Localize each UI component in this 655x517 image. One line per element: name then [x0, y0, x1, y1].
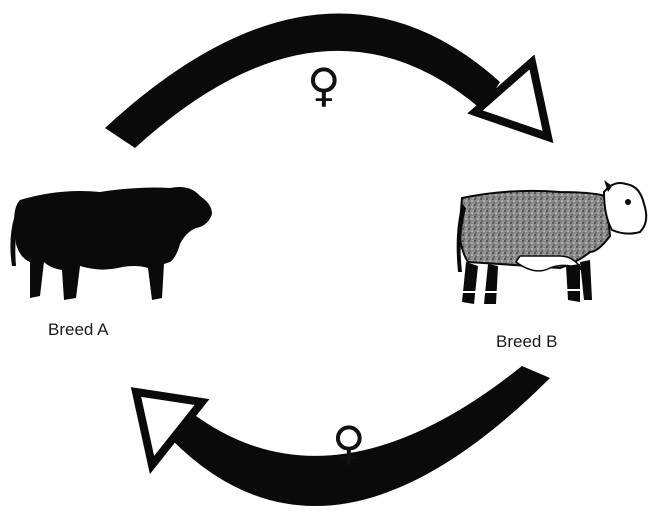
breed-a-bull-icon: [10, 187, 212, 300]
breed-b-label: Breed B: [496, 332, 557, 352]
breed-b-bull-icon: [457, 180, 647, 304]
top-arrow-band: [105, 14, 500, 148]
breed-a-label: Breed A: [48, 320, 109, 340]
bottom-female-symbol-icon: ♀: [332, 420, 366, 466]
top-female-symbol-icon: ♀: [307, 62, 341, 108]
